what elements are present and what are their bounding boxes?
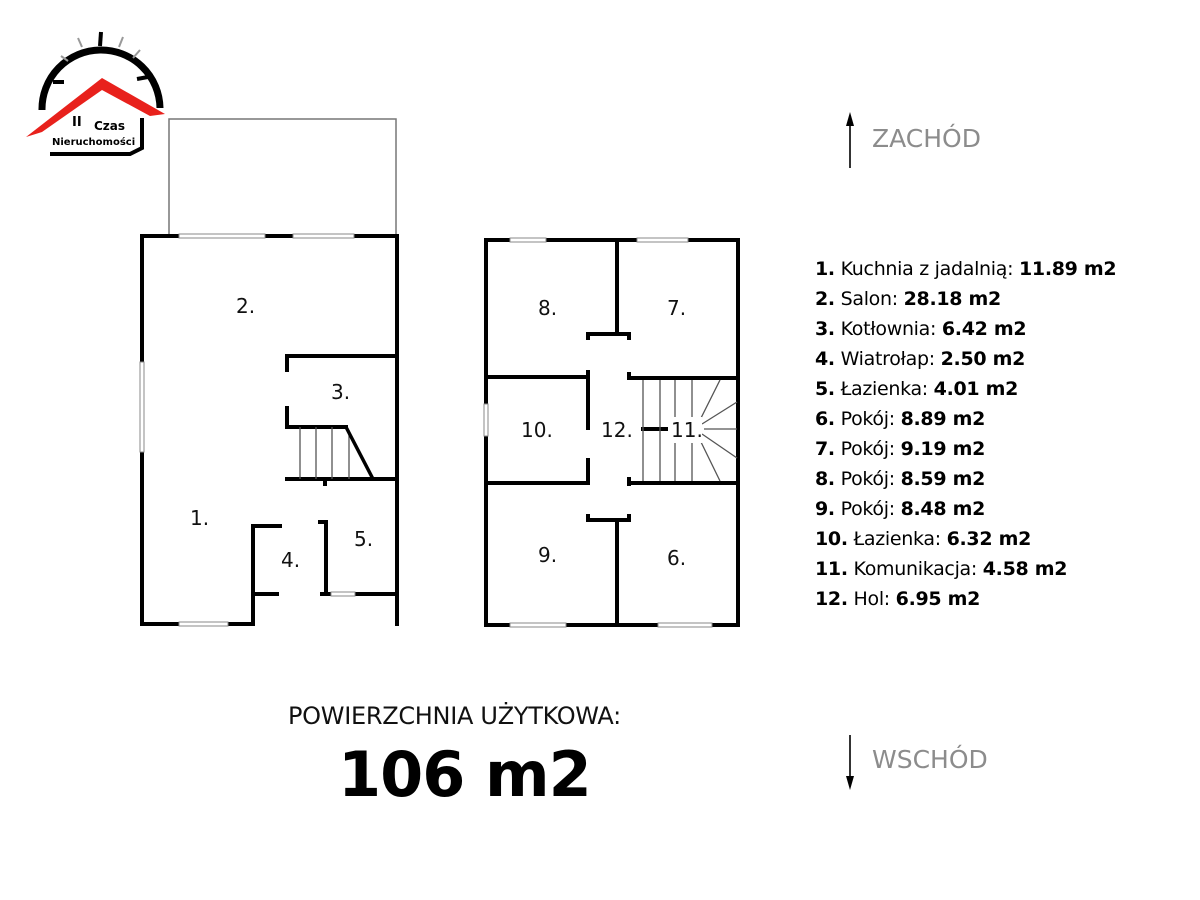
- legend-row: 10. Łazienka: 6.32 m2: [815, 528, 1032, 550]
- legend-row: 3. Kotłownia: 6.42 m2: [815, 318, 1027, 340]
- legend-row: 7. Pokój: 9.19 m2: [815, 438, 986, 460]
- legend-row: 6. Pokój: 8.89 m2: [815, 408, 986, 430]
- company-logo: II Czas Nieruchomości: [26, 31, 165, 156]
- direction-east-label: WSCHÓD: [872, 745, 988, 774]
- usable-area-label: POWIERZCHNIA UŻYTKOWA:: [288, 702, 621, 730]
- room-label-12: 12.: [601, 418, 633, 442]
- terrace: [168, 118, 397, 236]
- room-label-9: 9.: [538, 543, 557, 567]
- room-area-legend: 1. Kuchnia z jadalnią: 11.89 m2 2. Salon…: [815, 254, 1117, 614]
- direction-west-label: ZACHÓD: [872, 124, 981, 153]
- room-label-7: 7.: [667, 296, 686, 320]
- house-roof-icon: [26, 78, 165, 156]
- room-label-2: 2.: [236, 294, 255, 318]
- usable-area-value: 106 m2: [338, 738, 592, 811]
- stairs-ground: [299, 427, 350, 479]
- upper-floor-plan: 8. 7. 10. 12. 11. 9. 6.: [483, 237, 740, 628]
- legend-row: 1. Kuchnia z jadalnią: 11.89 m2: [815, 258, 1117, 280]
- legend-row: 2. Salon: 28.18 m2: [815, 288, 1001, 310]
- legend-row: 4. Wiatrołap: 2.50 m2: [815, 348, 1026, 370]
- arrow-down-icon: [846, 735, 854, 790]
- ground-floor-plan: 2. 3. 1. 4. 5.: [139, 118, 399, 627]
- room-label-3: 3.: [331, 380, 350, 404]
- legend-row: 9. Pokój: 8.48 m2: [815, 498, 986, 520]
- logo-line1: Czas: [94, 119, 125, 133]
- room-label-10: 10.: [521, 418, 553, 442]
- legend-row: 11. Komunikacja: 4.58 m2: [815, 558, 1068, 580]
- legend-row: 8. Pokój: 8.59 m2: [815, 468, 986, 490]
- arrow-up-icon: [846, 112, 854, 168]
- legend-row: 12. Hol: 6.95 m2: [815, 588, 981, 610]
- clock-icon: [38, 31, 164, 111]
- room-label-6: 6.: [667, 546, 686, 570]
- logo-mark: II: [72, 115, 82, 130]
- room-label-11: 11.: [671, 418, 703, 442]
- logo-line2: Nieruchomości: [52, 136, 135, 148]
- room-label-4: 4.: [281, 548, 300, 572]
- room-label-1: 1.: [190, 506, 209, 530]
- room-label-8: 8.: [538, 296, 557, 320]
- legend-row: 5. Łazienka: 4.01 m2: [815, 378, 1019, 400]
- room-label-5: 5.: [354, 527, 373, 551]
